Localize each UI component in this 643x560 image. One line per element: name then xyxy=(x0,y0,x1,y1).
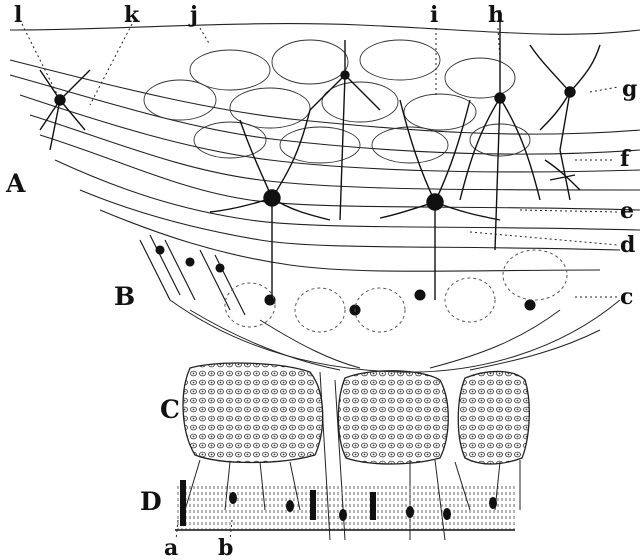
label-i: i xyxy=(430,2,438,28)
mitral-cells xyxy=(40,10,600,300)
label-e: e xyxy=(620,198,634,224)
fiber-layer-A xyxy=(10,24,640,272)
glomerular-circles xyxy=(225,250,567,332)
glomeruli-C xyxy=(183,363,529,464)
converging-fibers xyxy=(170,300,620,372)
label-A: A xyxy=(5,169,26,198)
label-f: f xyxy=(620,146,631,172)
label-j: j xyxy=(188,2,198,28)
label-b: b xyxy=(218,535,233,560)
label-g: g xyxy=(622,76,637,102)
label-d: d xyxy=(620,232,635,258)
label-h: h xyxy=(488,2,504,28)
label-c: c xyxy=(620,284,633,310)
label-C: C xyxy=(160,395,180,424)
label-leaders xyxy=(22,24,618,540)
label-a: a xyxy=(164,535,178,560)
cell-network xyxy=(144,40,530,163)
label-B: B xyxy=(114,282,135,311)
granule-tufts-B xyxy=(140,235,535,315)
label-k: k xyxy=(124,2,140,28)
epithelium-D xyxy=(175,480,515,530)
label-l: l xyxy=(14,2,22,28)
label-D: D xyxy=(140,487,162,516)
